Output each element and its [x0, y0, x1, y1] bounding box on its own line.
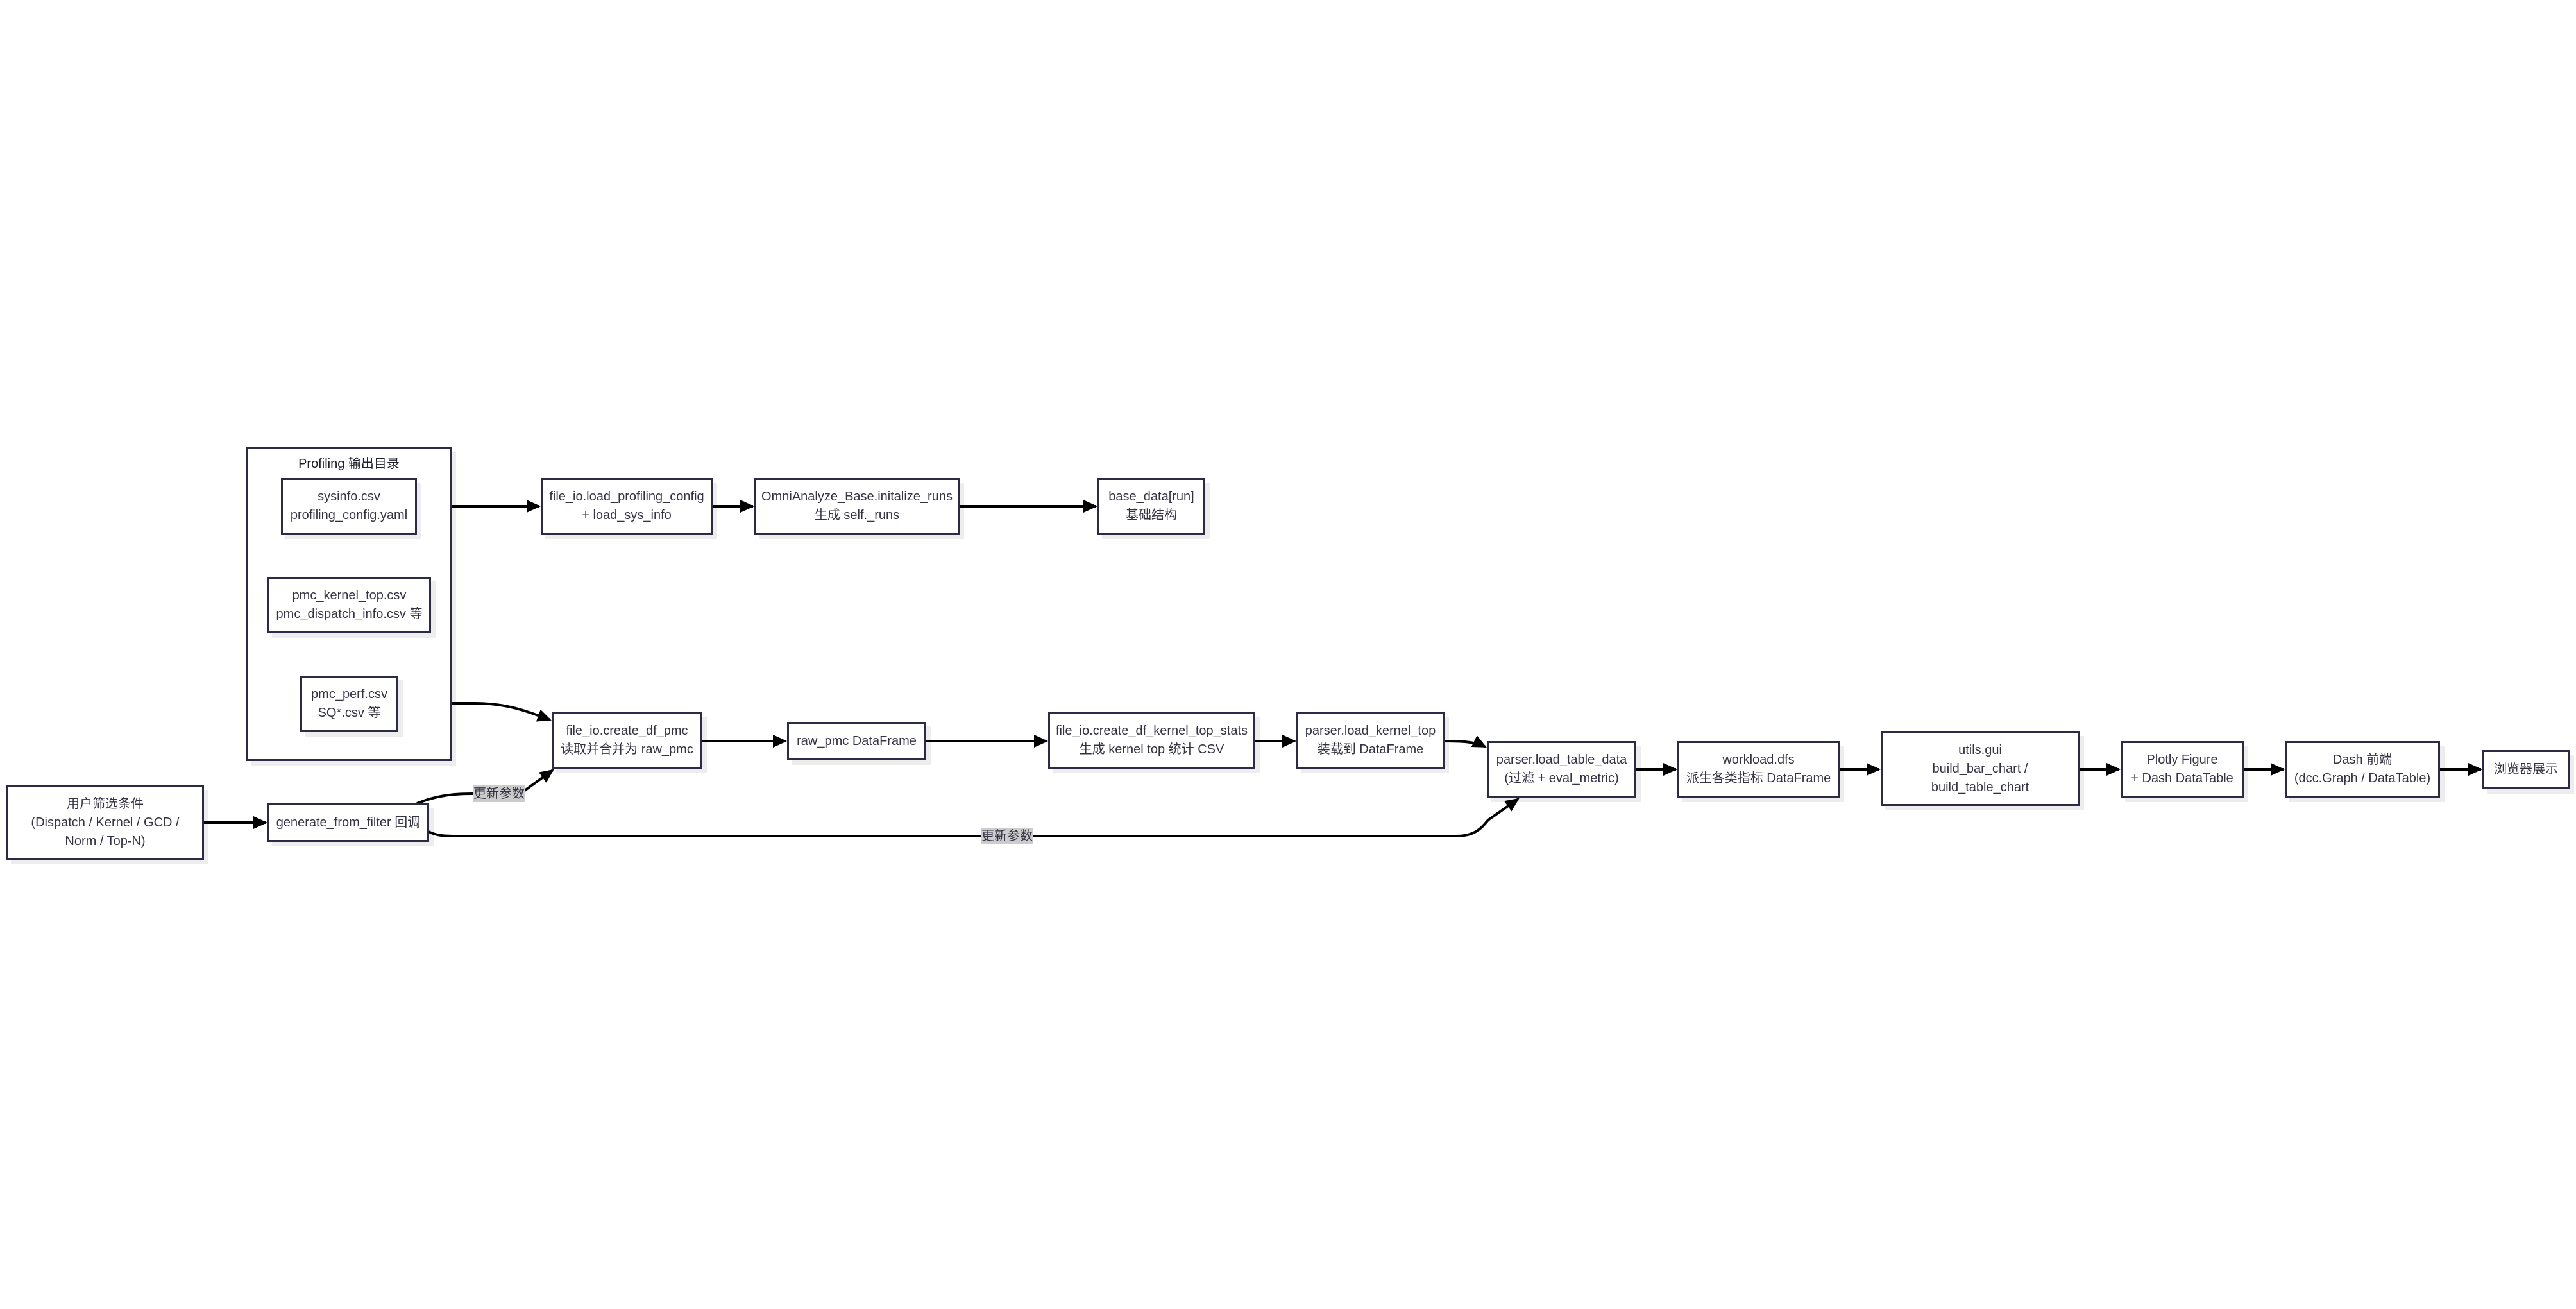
node-text: utils.gui [1958, 742, 2002, 757]
node-sysinfo[interactable]: sysinfo.csv profiling_config.yaml [281, 478, 417, 535]
node-text: (Dispatch / Kernel / GCD / [31, 815, 180, 830]
edge-generate-to-load-table-data [428, 798, 1520, 837]
node-text: (dcc.Graph / DataTable) [2294, 771, 2431, 785]
node-load-kernel-top[interactable]: parser.load_kernel_top 装载到 DataFrame [1296, 712, 1445, 769]
node-create-df-pmc[interactable]: file_io.create_df_pmc 读取并合并为 raw_pmc [552, 712, 702, 769]
node-text: Norm / Top-N) [65, 834, 146, 848]
node-text: Dash 前端 [2332, 753, 2393, 767]
edge-label-update-params: 更新参数 [981, 828, 1033, 844]
node-text: pmc_perf.csv [311, 687, 387, 701]
node-browser-display[interactable]: 浏览器展示 [2482, 750, 2570, 789]
node-text: parser.load_table_data [1496, 753, 1627, 767]
node-text: profiling_config.yaml [290, 508, 408, 522]
edge-load-kernel-top-to-load-table-data [1443, 735, 1487, 748]
node-text: 基础结构 [1126, 508, 1177, 522]
edge-pmc-perf-to-create-df-pmc [398, 702, 552, 722]
node-text: build_bar_chart / [1932, 761, 2028, 776]
node-text: 读取并合并为 raw_pmc [561, 742, 693, 757]
node-text: file_io.load_profiling_config [549, 490, 704, 504]
node-generate-from-filter[interactable]: generate_from_filter 回调 [267, 803, 429, 842]
node-text: generate_from_filter 回调 [276, 815, 421, 830]
node-text: (过滤 + eval_metric) [1504, 771, 1619, 785]
node-utils-gui[interactable]: utils.gui build_bar_chart / build_table_… [1881, 732, 2080, 806]
node-text: file_io.create_df_kernel_top_stats [1055, 724, 1248, 738]
node-plotly-figure[interactable]: Plotly Figure + Dash DataTable [2121, 741, 2244, 798]
node-dash-frontend[interactable]: Dash 前端 (dcc.Graph / DataTable) [2285, 741, 2440, 798]
node-workload-dfs[interactable]: workload.dfs 派生各类指标 DataFrame [1677, 741, 1840, 798]
node-load-profiling-config[interactable]: file_io.load_profiling_config + load_sys… [541, 478, 713, 535]
node-text: workload.dfs [1722, 753, 1795, 767]
node-text: raw_pmc DataFrame [797, 733, 917, 748]
node-base-data[interactable]: base_data[run] 基础结构 [1097, 478, 1205, 535]
node-text: 派生各类指标 DataFrame [1686, 771, 1831, 785]
node-text: parser.load_kernel_top [1305, 724, 1436, 738]
node-text: 浏览器展示 [2494, 762, 2558, 776]
node-user-filter[interactable]: 用户筛选条件 (Dispatch / Kernel / GCD / Norm /… [6, 785, 204, 860]
node-text: 装载到 DataFrame [1317, 742, 1424, 757]
node-text: OmniAnalyze_Base.initalize_runs [761, 490, 953, 504]
node-text: pmc_kernel_top.csv [292, 588, 407, 603]
node-text: sysinfo.csv [318, 490, 380, 504]
node-text: 用户筛选条件 [67, 796, 144, 811]
node-load-table-data[interactable]: parser.load_table_data (过滤 + eval_metric… [1487, 741, 1636, 798]
edge-label-update-params: 更新参数 [473, 785, 525, 802]
node-pmc-kernel-top[interactable]: pmc_kernel_top.csv pmc_dispatch_info.csv… [267, 577, 431, 633]
edge-generate-to-create-df-pmc [416, 769, 554, 805]
node-text: 生成 self._runs [814, 508, 900, 522]
node-text: build_table_chart [1931, 780, 2029, 794]
node-text: + Dash DataTable [2131, 771, 2233, 785]
node-text: + load_sys_info [582, 508, 672, 522]
node-kernel-top-stats[interactable]: file_io.create_df_kernel_top_stats 生成 ke… [1048, 712, 1255, 769]
node-initialize-runs[interactable]: OmniAnalyze_Base.initalize_runs 生成 self.… [754, 478, 960, 535]
node-text: 生成 kernel top 统计 CSV [1079, 742, 1224, 757]
node-text: SQ*.csv 等 [318, 706, 381, 720]
node-text: file_io.create_df_pmc [566, 724, 688, 738]
node-pmc-perf[interactable]: pmc_perf.csv SQ*.csv 等 [300, 676, 398, 732]
node-text: base_data[run] [1108, 490, 1194, 504]
node-text: pmc_dispatch_info.csv 等 [276, 607, 423, 621]
group-title: Profiling 输出目录 [298, 457, 400, 471]
node-text: Plotly Figure [2146, 753, 2218, 767]
node-raw-pmc[interactable]: raw_pmc DataFrame [787, 722, 926, 760]
